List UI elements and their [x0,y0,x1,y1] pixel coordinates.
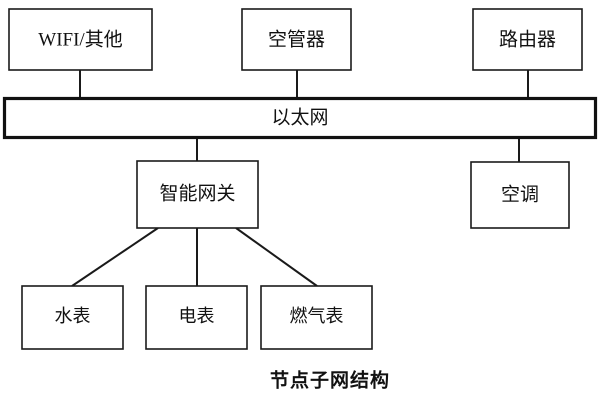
ethernet-bus-box[interactable] [2,96,598,140]
node-router-box[interactable] [472,8,583,71]
node-air-conditioner-box[interactable] [470,161,570,229]
ethernet-bus[interactable]: 以太网 [2,96,598,140]
node-wifi-box[interactable] [8,8,153,71]
node-gateway[interactable]: 智能网关 [136,160,259,229]
node-air-controller[interactable]: 空管器 [241,8,352,71]
node-water-meter[interactable]: 水表 [21,285,124,350]
node-water-meter-box[interactable] [21,285,124,350]
node-wifi[interactable]: WIFI/其他 [8,8,153,71]
node-water-meter-label: 水表 [55,306,91,326]
node-gas-meter[interactable]: 燃气表 [260,285,373,350]
node-router-label: 路由器 [499,28,556,50]
node-electric-meter-box[interactable] [145,285,248,350]
node-air-conditioner[interactable]: 空调 [470,161,570,229]
node-wifi-label: WIFI/其他 [38,28,122,50]
link-gateway-to-gas-meter [235,227,318,287]
node-gas-meter-label: 燃气表 [290,306,344,326]
node-air-conditioner-label: 空调 [501,183,539,205]
node-gateway-box[interactable] [136,160,259,229]
node-gas-meter-box[interactable] [260,285,373,350]
diagram-caption: 节点子网结构 [270,369,390,392]
node-gateway-label: 智能网关 [159,182,235,204]
node-router[interactable]: 路由器 [472,8,583,71]
connector-lines [71,70,529,287]
node-air-controller-label: 空管器 [268,28,325,50]
node-electric-meter[interactable]: 电表 [145,285,248,350]
node-air-controller-box[interactable] [241,8,352,71]
link-gateway-to-water-meter [71,227,159,287]
node-electric-meter-label: 电表 [179,306,215,326]
ethernet-bus-label: 以太网 [271,106,328,128]
